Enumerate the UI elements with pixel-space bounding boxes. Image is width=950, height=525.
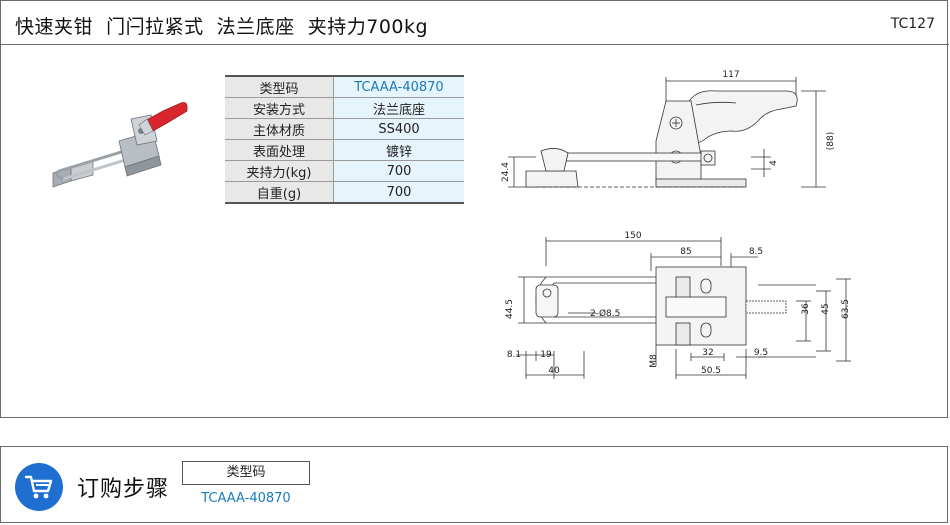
order-steps-title: 订购步骤: [77, 477, 170, 502]
spec-value: SS400: [333, 118, 464, 140]
spec-value: 700: [333, 160, 464, 182]
dim-m8: M8: [649, 354, 659, 368]
dim-36: 36: [801, 303, 811, 315]
dim-45: 45: [821, 303, 831, 314]
catalog-code: TC127: [890, 16, 935, 32]
spec-label: 表面处理: [225, 139, 334, 161]
spec-value-type-code[interactable]: TCAAA-40870: [333, 75, 464, 98]
spec-value: 法兰底座: [333, 97, 464, 119]
spec-table: 类型码 TCAAA-40870 安装方式 法兰底座 主体材质 SS400 表面处…: [225, 75, 464, 204]
spec-label: 夹持力(kg): [225, 160, 334, 182]
shopping-cart-icon: [15, 463, 63, 511]
dim-44-5: 44.5: [505, 299, 515, 319]
spec-value: 700: [333, 181, 464, 204]
type-code-label-box: 类型码: [182, 461, 310, 485]
spec-row: 安装方式 法兰底座: [225, 97, 464, 119]
page-title: 快速夹钳 门闩拉紧式 法兰底座 夹持力700kg: [15, 16, 429, 38]
dim-63-5: 63.5: [841, 299, 851, 319]
dim-32: 32: [702, 348, 713, 358]
spec-row: 表面处理 镀锌: [225, 139, 464, 161]
spec-label: 安装方式: [225, 97, 334, 119]
type-code-value[interactable]: TCAAA-40870: [201, 491, 291, 506]
dim-2-8-5: 2-Ø8.5: [590, 308, 620, 319]
spec-label: 主体材质: [225, 118, 334, 140]
spec-row: 自重(g) 700: [225, 181, 464, 204]
dim-8-5: 8.5: [749, 247, 763, 257]
spec-row: 主体材质 SS400: [225, 118, 464, 140]
spec-row: 类型码 TCAAA-40870: [225, 75, 464, 98]
title-bar: 快速夹钳 门闩拉紧式 法兰底座 夹持力700kg TC127: [1, 1, 949, 45]
dim-4: 4: [769, 160, 779, 166]
dim-9-5: 9.5: [754, 348, 768, 358]
dim-40: 40: [548, 366, 560, 376]
dim-24-4: 24.4: [501, 162, 511, 182]
dim-88: (88): [826, 132, 836, 150]
dim-50-5: 50.5: [701, 366, 721, 376]
spec-label: 自重(g): [225, 181, 334, 204]
dim-117: 117: [722, 70, 739, 80]
dim-150: 150: [624, 231, 641, 241]
technical-drawing: 117 (88) 4 24.4 150 85 8.5 44.5 2-Ø8.5 3…: [501, 70, 851, 379]
dim-19: 19: [540, 350, 552, 360]
dim-8-1: 8.1: [507, 350, 521, 360]
dim-85: 85: [680, 247, 691, 257]
order-panel: 订购步骤 类型码 TCAAA-40870: [0, 446, 948, 523]
spec-label: 类型码: [225, 75, 334, 98]
product-photo: [52, 102, 188, 188]
spec-value: 镀锌: [333, 139, 464, 161]
spec-row: 夹持力(kg) 700: [225, 160, 464, 182]
product-panel: 快速夹钳 门闩拉紧式 法兰底座 夹持力700kg TC127 类型码 TCAAA…: [0, 0, 949, 418]
